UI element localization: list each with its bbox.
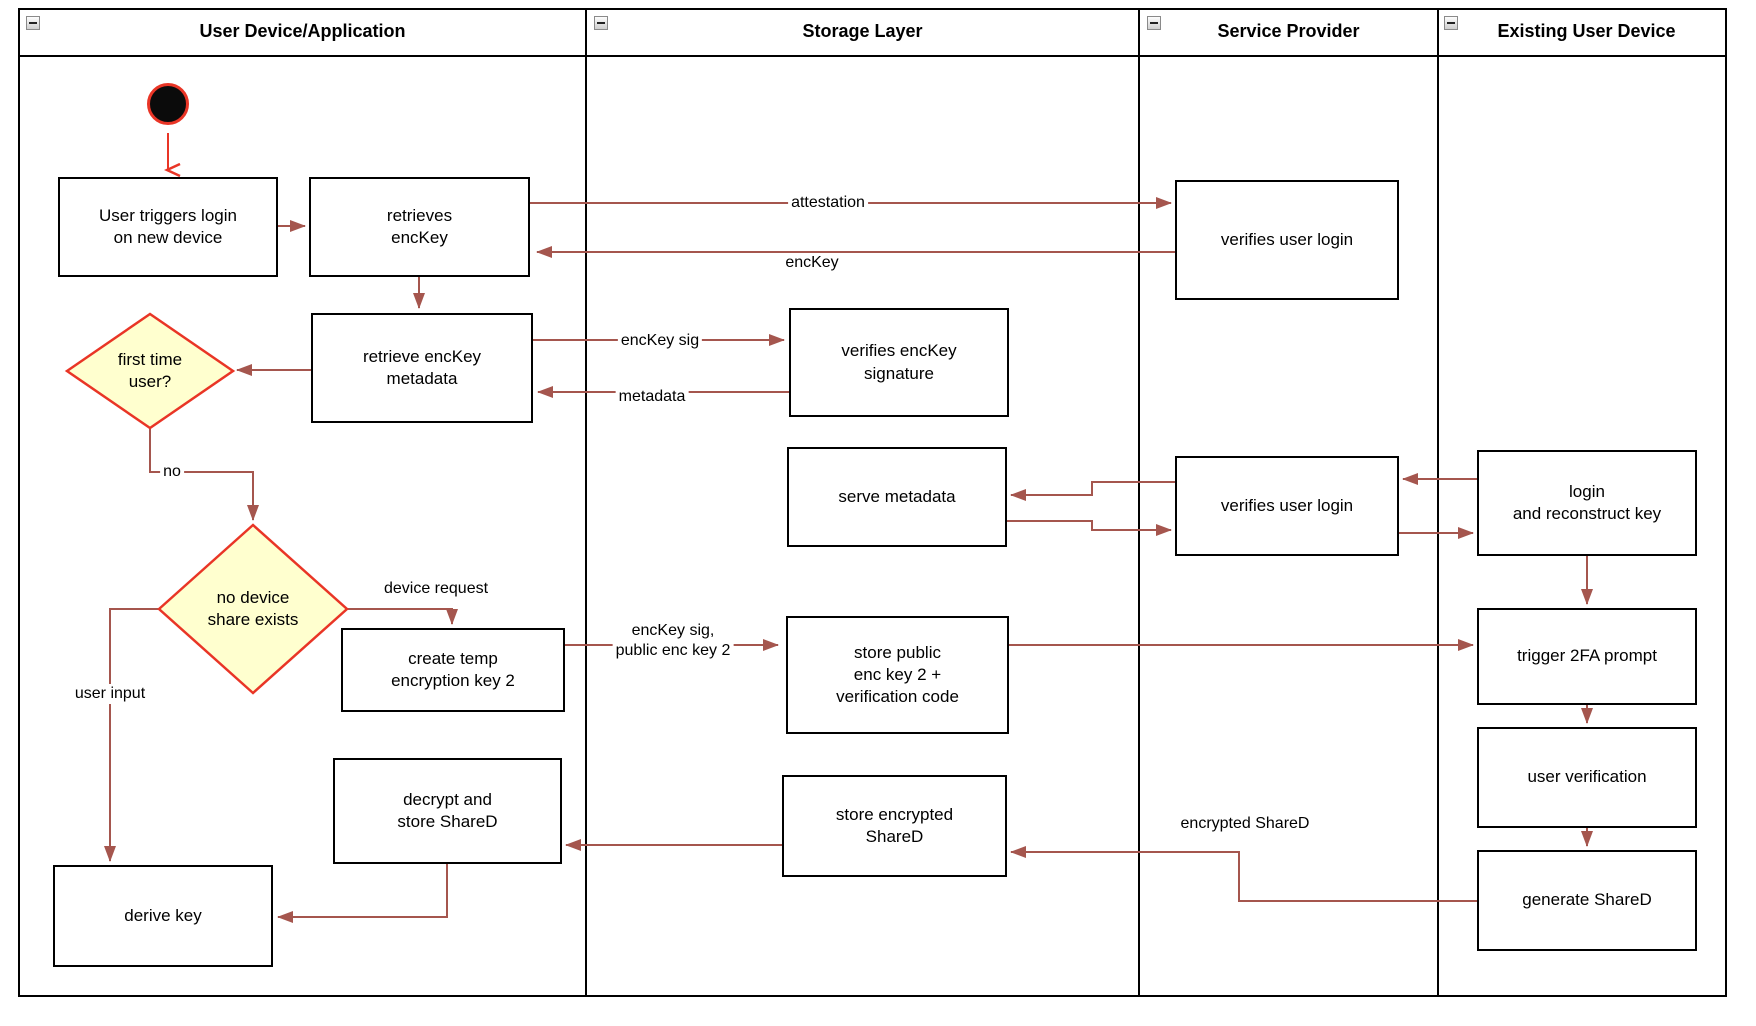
node-label: store encrypted ShareD [835,804,954,846]
node-user-verification[interactable]: user verification [1477,727,1697,828]
edge-decrypt-to-derive [277,864,448,923]
node-derive-key[interactable]: derive key [53,865,273,967]
minus-icon [29,22,37,24]
node-label: user verification [1527,767,1647,787]
minus-icon [1150,22,1158,24]
node-login-reconstruct-key[interactable]: login and reconstruct key [1477,450,1697,556]
lane-title-text: Service Provider [1217,21,1360,41]
decision-first-time-user-label: first time user? [117,349,183,391]
decision-no-device-share[interactable] [156,522,350,696]
node-serve-metadata[interactable]: serve metadata [787,447,1007,547]
lane-header-separator [18,55,1727,57]
node-verifies-user-login-2[interactable]: verifies user login [1175,456,1399,556]
edge-label-device-request: device request [380,579,492,599]
lane-title-text: Storage Layer [802,21,923,41]
node-create-temp-key[interactable]: create temp encryption key 2 [341,628,565,712]
lane-divider-2 [1138,8,1140,997]
node-label: derive key [124,905,202,925]
node-store-public-enc-key[interactable]: store public enc key 2 + verification co… [786,616,1009,734]
collapse-lane-icon[interactable] [26,16,40,30]
lane-divider-1 [585,8,587,997]
lane-header-service-provider: Service Provider [1140,8,1437,55]
edge-user-input [104,608,159,862]
edge-label-attestation: attestation [788,193,868,213]
node-label: decrypt and store ShareD [397,789,498,831]
node-user-triggers-login[interactable]: User triggers login on new device [58,177,278,277]
node-retrieve-enckey-metadata[interactable]: retrieve encKey metadata [311,313,533,423]
node-verifies-enckey-signature[interactable]: verifies encKey signature [789,308,1009,417]
edge-label-metadata: metadata [615,387,689,407]
decision-no-device-share-label: no device share exists [207,587,299,629]
diamond-shape [64,312,236,430]
node-label: generate ShareD [1522,890,1652,910]
collapse-lane-icon[interactable] [1444,16,1458,30]
edge-label-encrypted-shared: encrypted ShareD [1177,814,1313,834]
node-trigger-2fa-prompt[interactable]: trigger 2FA prompt [1477,608,1697,705]
edge-no-branch [149,428,259,521]
diamond-shape [157,523,349,695]
node-generate-shared[interactable]: generate ShareD [1477,850,1697,951]
lane-header-storage-layer: Storage Layer [587,8,1138,55]
node-label: retrieve encKey metadata [362,346,482,388]
collapse-lane-icon[interactable] [1147,16,1161,30]
node-label: serve metadata [838,486,956,506]
node-label: verifies user login [1220,229,1354,249]
lane-title-text: Existing User Device [1497,21,1676,41]
edge-serve-to-verifies2 [1007,520,1172,536]
minus-icon [597,22,605,24]
edge-label-enckey: encKey [782,253,842,273]
node-label: login and reconstruct key [1512,481,1662,523]
node-label: trigger 2FA prompt [1517,646,1657,666]
edge-encrypted-shared [1010,846,1477,902]
collapse-lane-icon[interactable] [594,16,608,30]
decision-first-time-user[interactable] [64,311,236,431]
start-node[interactable] [147,83,189,125]
edge-label-enckey-sig: encKey sig [617,331,703,351]
edge-label-enckey-sig-public: encKey sig, public enc key 2 [612,621,734,661]
minus-icon [1447,22,1455,24]
node-store-encrypted-shared[interactable]: store encrypted ShareD [782,775,1007,877]
lane-divider-3 [1437,8,1439,997]
lane-title-text: User Device/Application [199,21,406,41]
edge-verifies2-to-serve [1010,481,1175,501]
edge-label-user-input: user input [71,684,149,704]
node-label: verifies encKey signature [841,341,957,383]
node-label: retrieves encKey [386,205,453,247]
lane-header-user-device: User Device/Application [20,8,585,55]
node-verifies-user-login-1[interactable]: verifies user login [1175,180,1399,300]
node-label: User triggers login on new device [99,205,237,247]
lane-header-existing-user-device: Existing User Device [1446,8,1727,55]
node-retrieves-enckey[interactable]: retrieves encKey [309,177,530,277]
edge-device-request [347,608,458,625]
node-label: create temp encryption key 2 [391,648,515,690]
node-label: store public enc key 2 + verification co… [836,642,959,707]
edge-label-no: no [160,462,184,482]
node-label: verifies user login [1220,495,1354,515]
node-decrypt-store-shared[interactable]: decrypt and store ShareD [333,758,562,864]
